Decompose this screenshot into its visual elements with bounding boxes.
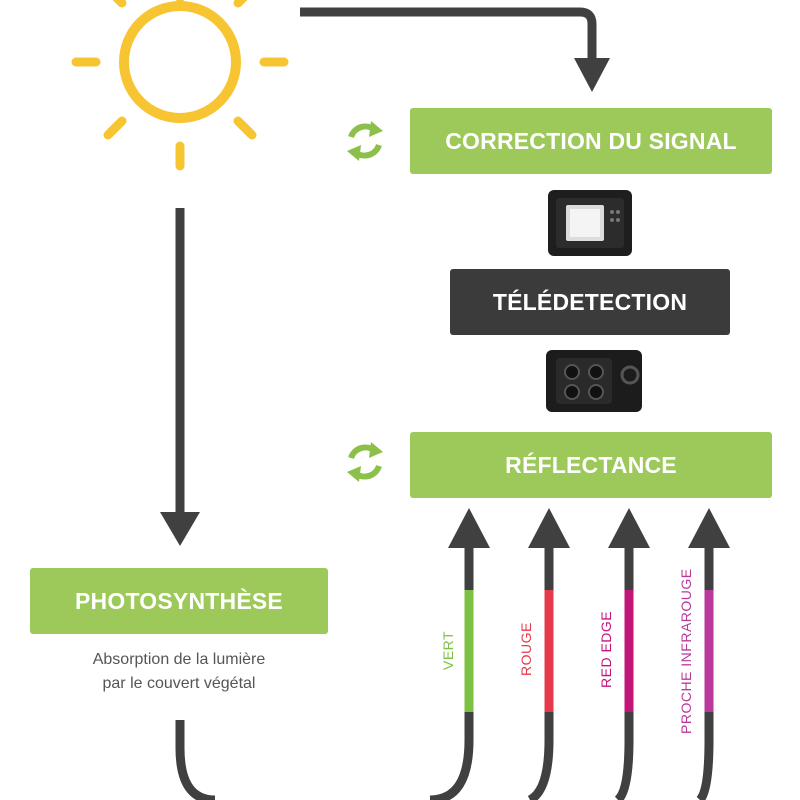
reflectance-box: RÉFLECTANCE	[410, 432, 772, 498]
arrow-sun-to-correction	[300, 7, 610, 92]
band-arrow-red-edge	[608, 508, 650, 800]
teledetection-box: TÉLÉDETECTION	[450, 269, 730, 335]
photosynthese-box: PHOTOSYNTHÈSE	[30, 568, 328, 634]
band-label-vert: VERT	[440, 630, 456, 670]
band-arrow-vert	[429, 508, 490, 800]
arrow-sun-to-photosynthese	[160, 208, 200, 546]
sun-icon	[71, 0, 289, 171]
band-label-rouge: ROUGE	[518, 622, 534, 676]
photosynthese-note: Absorption de la lumière par le couvert …	[30, 648, 328, 696]
refresh-icon	[347, 121, 383, 161]
correction-du-signal-box: CORRECTION DU SIGNAL	[410, 108, 772, 174]
note-line-1: Absorption de la lumière	[92, 651, 266, 668]
multispectral-camera-icon	[546, 350, 642, 412]
band-arrow-proche-infrarouge	[688, 508, 730, 800]
band-arrow-rouge	[527, 508, 570, 800]
band-label-proche-infrarouge: PROCHE INFRAROUGE	[678, 568, 694, 734]
sensor-device-icon	[548, 190, 632, 256]
arrow-photosynthese-loop	[175, 720, 216, 800]
band-label-red-edge: RED EDGE	[598, 610, 614, 688]
refresh-icon	[347, 442, 383, 482]
note-line-2: par le couvert végétal	[102, 675, 256, 692]
